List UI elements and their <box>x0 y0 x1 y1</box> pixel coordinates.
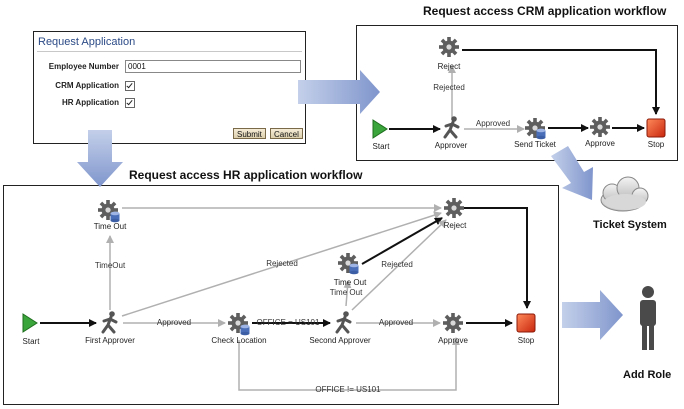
crm-node-reject: Reject <box>438 62 461 71</box>
crm-reject-gear-icon <box>439 37 459 57</box>
hr-start-icon <box>22 313 38 333</box>
crm-node-send-ticket: Send Ticket <box>514 140 557 149</box>
form-to-hr-arrow <box>77 130 123 187</box>
crm-edge-rejected: Rejected <box>433 83 465 92</box>
hr-stop-icon <box>516 313 536 333</box>
crm-application-label: CRM Application <box>55 81 119 90</box>
hr-first-approver-icon <box>101 309 118 334</box>
hr-node-stop: Stop <box>518 336 535 345</box>
crm-approve-gear-icon <box>590 117 610 137</box>
crm-approver-icon <box>443 114 460 139</box>
hr-application-checkbox[interactable] <box>125 98 135 108</box>
hr-node-time-out-mid: Time Out <box>334 278 367 287</box>
hr-time-out-db-icon <box>110 211 120 223</box>
hr-node-start: Start <box>23 337 41 346</box>
crm-node-stop: Stop <box>648 140 665 149</box>
hr-edge-timeout: TimeOut <box>95 261 126 270</box>
hr-time-out-mid-db-icon <box>349 263 359 275</box>
hr-workflow-caption: Request access HR application workflow <box>129 168 363 182</box>
submit-button[interactable]: Submit <box>233 128 266 139</box>
hr-node-reject: Reject <box>444 221 467 230</box>
form-divider <box>37 51 302 52</box>
crm-workflow-panel <box>356 25 678 161</box>
crm-application-checkbox[interactable] <box>125 81 135 91</box>
hr-node-approve: Approve <box>438 336 468 345</box>
hr-edge-approved-second: Approved <box>379 318 413 327</box>
hr-edge-rejected-second: Rejected <box>381 260 413 269</box>
crm-to-ticket-arrow <box>551 146 593 200</box>
crm-workflow-caption: Request access CRM application workflow <box>423 4 667 18</box>
hr-to-add-role-arrow <box>562 290 623 340</box>
request-application-form: Request Application Employee Number CRM … <box>33 31 306 144</box>
crm-stop-icon <box>646 118 666 138</box>
form-to-crm-arrow <box>298 70 380 114</box>
hr-workflow-panel <box>3 185 559 405</box>
crm-edges <box>389 49 660 133</box>
hr-edges <box>40 204 531 391</box>
employee-number-field[interactable] <box>125 60 301 73</box>
hr-node-check-location: Check Location <box>211 336 266 345</box>
hr-edge-office-eq: OFFICE = US101 <box>257 318 320 327</box>
ticket-system-cloud-icon <box>600 176 649 212</box>
cancel-button[interactable]: Cancel <box>270 128 303 139</box>
crm-node-approve: Approve <box>585 139 615 148</box>
crm-node-start: Start <box>373 142 391 151</box>
hr-application-label: HR Application <box>61 98 119 107</box>
employee-number-label: Employee Number <box>48 62 119 71</box>
crm-node-approver: Approver <box>435 141 468 150</box>
form-title: Request Application <box>38 36 136 48</box>
add-role-label: Add Role <box>623 369 672 381</box>
hr-edge-rejected-first: Rejected <box>266 259 298 268</box>
hr-edge-office-ne: OFFICE != US101 <box>315 385 381 394</box>
hr-check-location-db-icon <box>240 324 250 336</box>
crm-start-icon <box>372 119 388 139</box>
hr-node-first-approver: First Approver <box>85 336 135 345</box>
hr-second-approver-icon <box>335 309 352 334</box>
add-role-person-icon <box>640 286 656 350</box>
crm-send-ticket-db-icon <box>536 128 546 140</box>
hr-edge-time-out: Time Out <box>330 288 363 297</box>
ticket-system-label: Ticket System <box>593 219 667 231</box>
crm-edge-approved: Approved <box>476 119 510 128</box>
hr-node-second-approver: Second Approver <box>309 336 371 345</box>
hr-node-time-out-top: Time Out <box>94 222 127 231</box>
hr-reject-gear-icon <box>444 198 464 218</box>
hr-approve-gear-icon <box>443 313 463 333</box>
hr-edge-approved-first: Approved <box>157 318 191 327</box>
